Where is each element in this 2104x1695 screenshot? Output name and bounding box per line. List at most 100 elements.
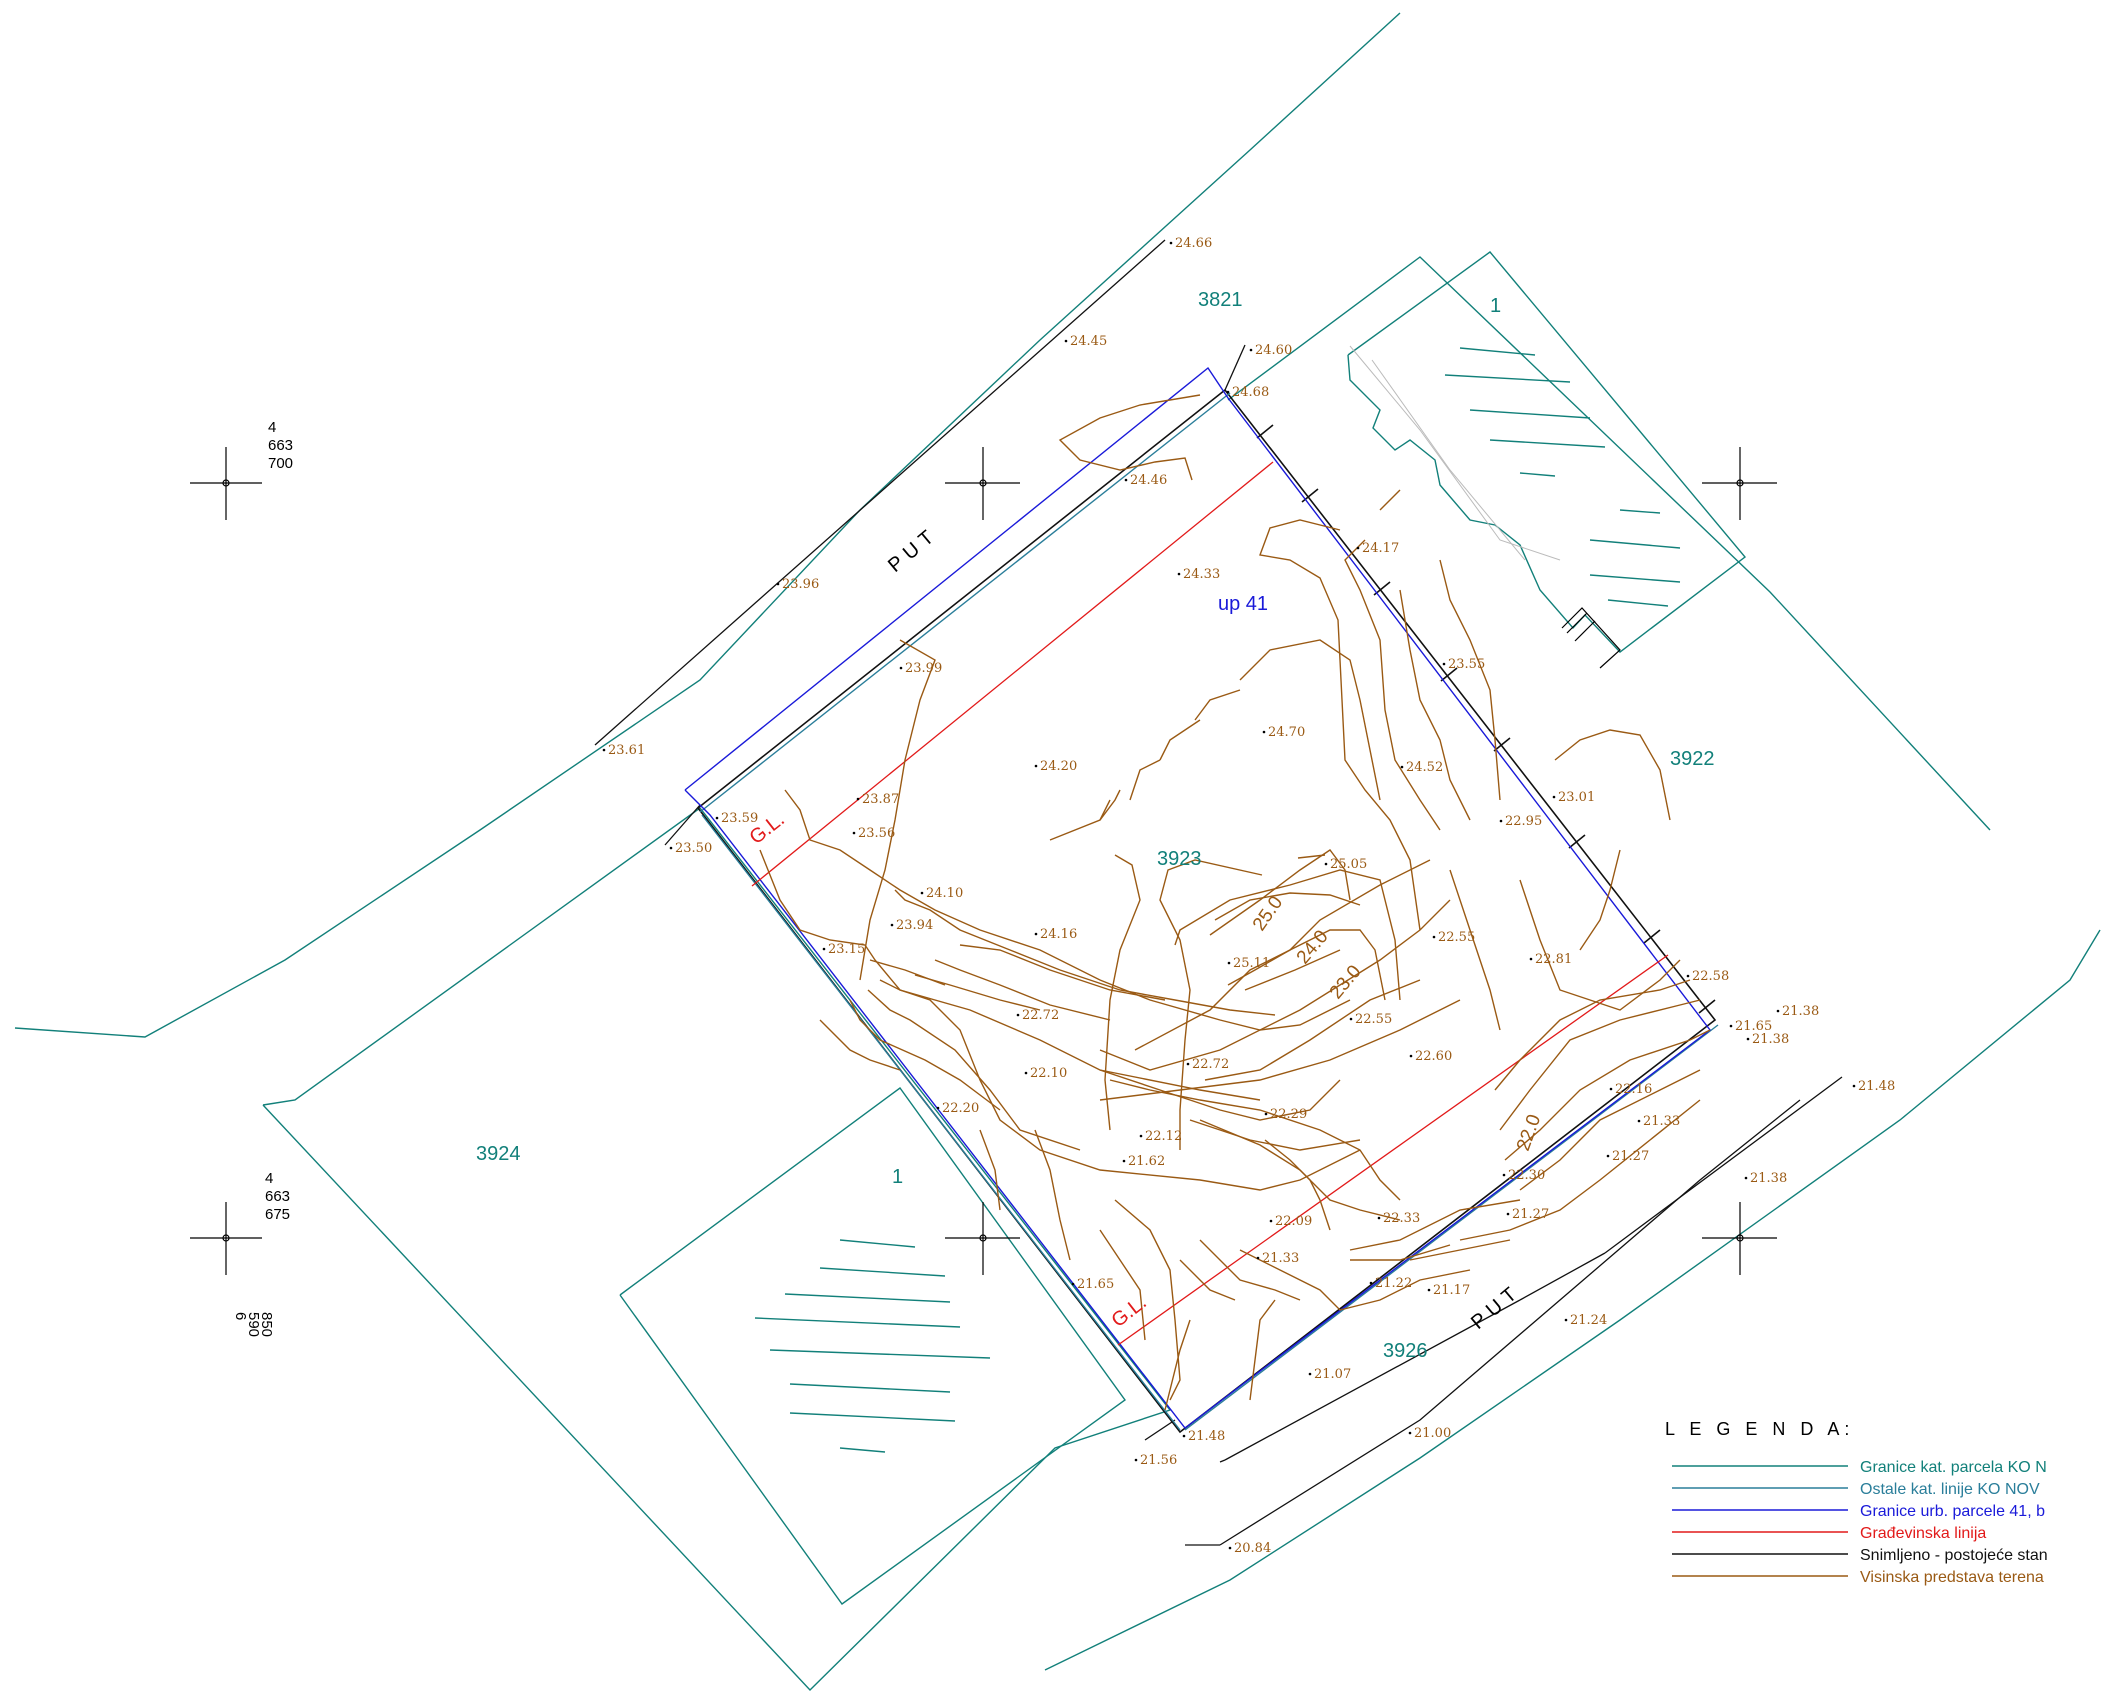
spot-height: 22.09: [1275, 1214, 1312, 1229]
grid-cross: [945, 1202, 1020, 1275]
spot-height-point: [1529, 957, 1533, 961]
legend-item-label: Granice kat. parcela KO N: [1860, 1459, 2047, 1476]
spot-height: 22.10: [1030, 1066, 1067, 1081]
spot-height-point: [1356, 546, 1360, 550]
spot-height: 22.29: [1270, 1107, 1307, 1122]
spot-height-point: [1552, 795, 1556, 799]
legend-item-label: Građevinska linija: [1860, 1525, 1986, 1542]
coord-line: 4: [265, 1170, 273, 1187]
parcel-1a-boundary: [1347, 251, 1747, 653]
spot-height-point: [920, 891, 924, 895]
spot-height-point: [1227, 961, 1231, 965]
spot-height-point: [856, 797, 860, 801]
building-line-south: [1117, 954, 1669, 1346]
spot-height: 24.20: [1040, 759, 1077, 774]
spot-height: 21.27: [1612, 1149, 1649, 1164]
spot-height-point: [669, 846, 673, 850]
spot-height-point: [1442, 662, 1446, 666]
spot-height-point: [1746, 1037, 1750, 1041]
spot-height-point: [1502, 1173, 1506, 1177]
spot-height-point: [1264, 1112, 1268, 1116]
spot-height-point: [890, 923, 894, 927]
parcel-labels: 3821 1 3922 3923 3924 1 3926 up 41: [476, 289, 1715, 1362]
spot-height: 24.46: [1130, 473, 1167, 488]
spot-height: 23.56: [858, 826, 895, 841]
legend-item: Granice kat. parcela KO N: [1672, 1459, 2047, 1476]
spot-height: 24.33: [1183, 567, 1220, 582]
spot-height-point: [1124, 478, 1128, 482]
spot-height: 24.17: [1362, 541, 1399, 556]
grid-cross: [190, 447, 262, 520]
spot-height-point: [1308, 1372, 1312, 1376]
grid-cross: [945, 447, 1020, 520]
spot-height-point: [715, 816, 719, 820]
grid-crosses: [190, 447, 1777, 1275]
spot-height: 21.33: [1262, 1251, 1299, 1266]
spot-height: 21.65: [1735, 1019, 1772, 1034]
coord-line: 6: [232, 1312, 249, 1320]
spot-height-point: [1377, 1216, 1381, 1220]
spot-height-point: [1606, 1154, 1610, 1158]
spot-height: 24.68: [1232, 385, 1269, 400]
spot-height-point: [1122, 1159, 1126, 1163]
spot-height: 21.27: [1512, 1207, 1549, 1222]
spot-height: 25.11: [1233, 956, 1270, 971]
existing-structure-lines: [1349, 345, 1561, 561]
road-labels: PUT PUT: [884, 523, 1526, 1334]
spot-height: 22.60: [1415, 1049, 1452, 1064]
spot-height-point: [1186, 1062, 1190, 1066]
parcel-3922-boundary: [1227, 256, 1991, 831]
cadastral-boundaries: [14, 12, 2101, 1692]
parcel-3923-outline: [697, 388, 1717, 1434]
coord-line: 850: [258, 1312, 275, 1337]
spot-height-point: [1269, 1219, 1273, 1223]
spot-height-point: [1256, 1256, 1260, 1260]
legend-item-label: Ostale kat. linije KO NOV: [1860, 1481, 2040, 1498]
parcel-label-3924: 3924: [476, 1143, 521, 1165]
parcel-label-1a: 1: [1490, 295, 1501, 317]
spot-height: 23.96: [782, 577, 819, 592]
grid-cross: [1702, 1202, 1777, 1275]
legend-item: Granice urb. parcele 41, b: [1672, 1503, 2045, 1520]
spot-height: 24.45: [1070, 334, 1107, 349]
spot-height-point: [1139, 1134, 1143, 1138]
spot-height-point: [1744, 1176, 1748, 1180]
terrain-contours: [759, 394, 1711, 1411]
contour-label: 24.0: [1293, 926, 1333, 968]
surveyed-lines: [594, 239, 1843, 1546]
spot-height-point: [936, 1106, 940, 1110]
spot-height-point: [1182, 1434, 1186, 1438]
spot-height-point: [1228, 1546, 1232, 1550]
urban-parcel-label: up 41: [1218, 593, 1268, 615]
grid-cross: [190, 1202, 262, 1275]
spot-height-point: [1016, 1013, 1020, 1017]
spot-height: 21.24: [1570, 1313, 1607, 1328]
spot-height-point: [1262, 730, 1266, 734]
cadastral-other-lines: [699, 392, 1719, 1431]
contour-label: 22.0: [1513, 1112, 1545, 1154]
coord-line: 4: [268, 419, 276, 436]
legend-item: Snimljeno - postojeće stan: [1672, 1547, 2048, 1564]
legend-item-label: Granice urb. parcele 41, b: [1860, 1503, 2045, 1520]
spot-height: 21.56: [1140, 1453, 1177, 1468]
spot-height-point: [1400, 765, 1404, 769]
parcel-label-3923: 3923: [1157, 848, 1202, 870]
spot-height: 22.72: [1022, 1008, 1059, 1023]
spot-height-point: [1637, 1119, 1641, 1123]
spot-height: 24.10: [926, 886, 963, 901]
spot-height-point: [1324, 862, 1328, 866]
parcel-label-3821: 3821: [1198, 289, 1243, 311]
spot-height: 21.48: [1858, 1079, 1895, 1094]
spot-height-point: [1852, 1084, 1856, 1088]
spot-height-point: [1369, 1281, 1373, 1285]
legend-title: L E G E N D A:: [1665, 1419, 1854, 1439]
spot-height: 23.59: [721, 811, 758, 826]
parcel-label-3926: 3926: [1383, 1340, 1428, 1362]
building-hatch: [754, 347, 1681, 1453]
spot-height: 23.50: [675, 841, 712, 856]
spot-height: 21.00: [1414, 1426, 1451, 1441]
spot-height: 23.01: [1558, 790, 1595, 805]
spot-height: 22.81: [1535, 952, 1572, 967]
legend-item-label: Visinska predstava terena: [1860, 1569, 2044, 1586]
